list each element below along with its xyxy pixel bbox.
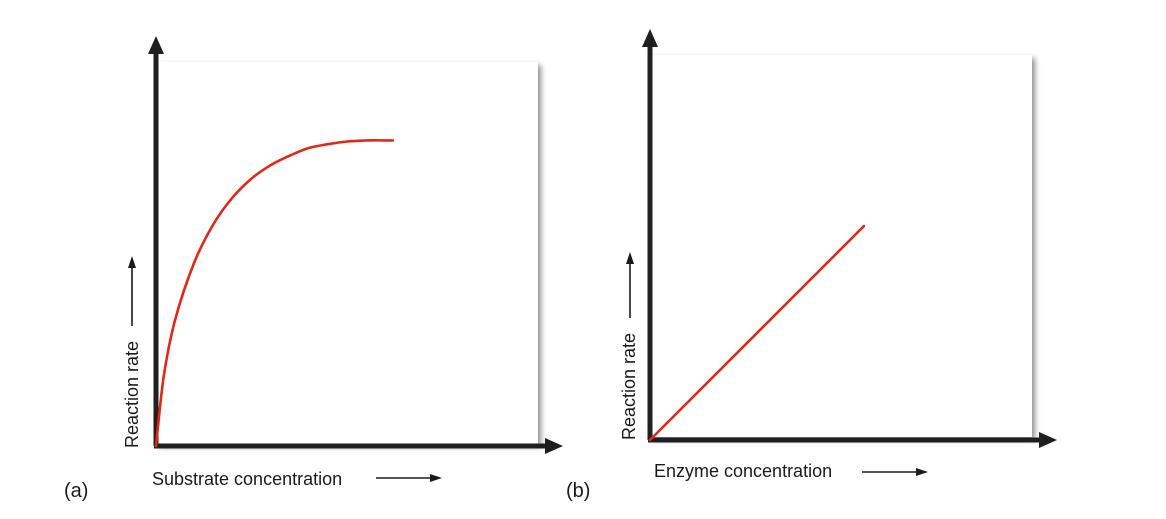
x-axis-arrowhead [1039,432,1057,448]
plot-frame [156,62,538,444]
chart-panel-a: Reaction rate Substrate concentration (a… [64,36,563,502]
y-axis-label-arrowhead [626,252,634,264]
x-axis-label: Substrate concentration [152,469,342,489]
series-line [154,139,395,448]
chart-panel-b: Reaction rate Enzyme concentration (b) [566,29,1057,502]
y-axis-label: Reaction rate [122,341,142,448]
plot-frame [650,55,1032,437]
panel-label: (b) [566,480,590,502]
series-line [648,224,866,442]
x-axis-label-arrowhead [430,474,442,482]
x-axis-arrowhead [545,438,563,454]
y-axis-arrowhead [642,29,658,47]
y-axis-arrowhead [148,36,164,54]
x-axis-label: Enzyme concentration [654,461,832,481]
panel-label: (a) [64,480,88,502]
x-axis-label-arrowhead [916,468,928,476]
y-axis-label-arrowhead [128,256,136,268]
y-axis-label: Reaction rate [619,333,639,440]
